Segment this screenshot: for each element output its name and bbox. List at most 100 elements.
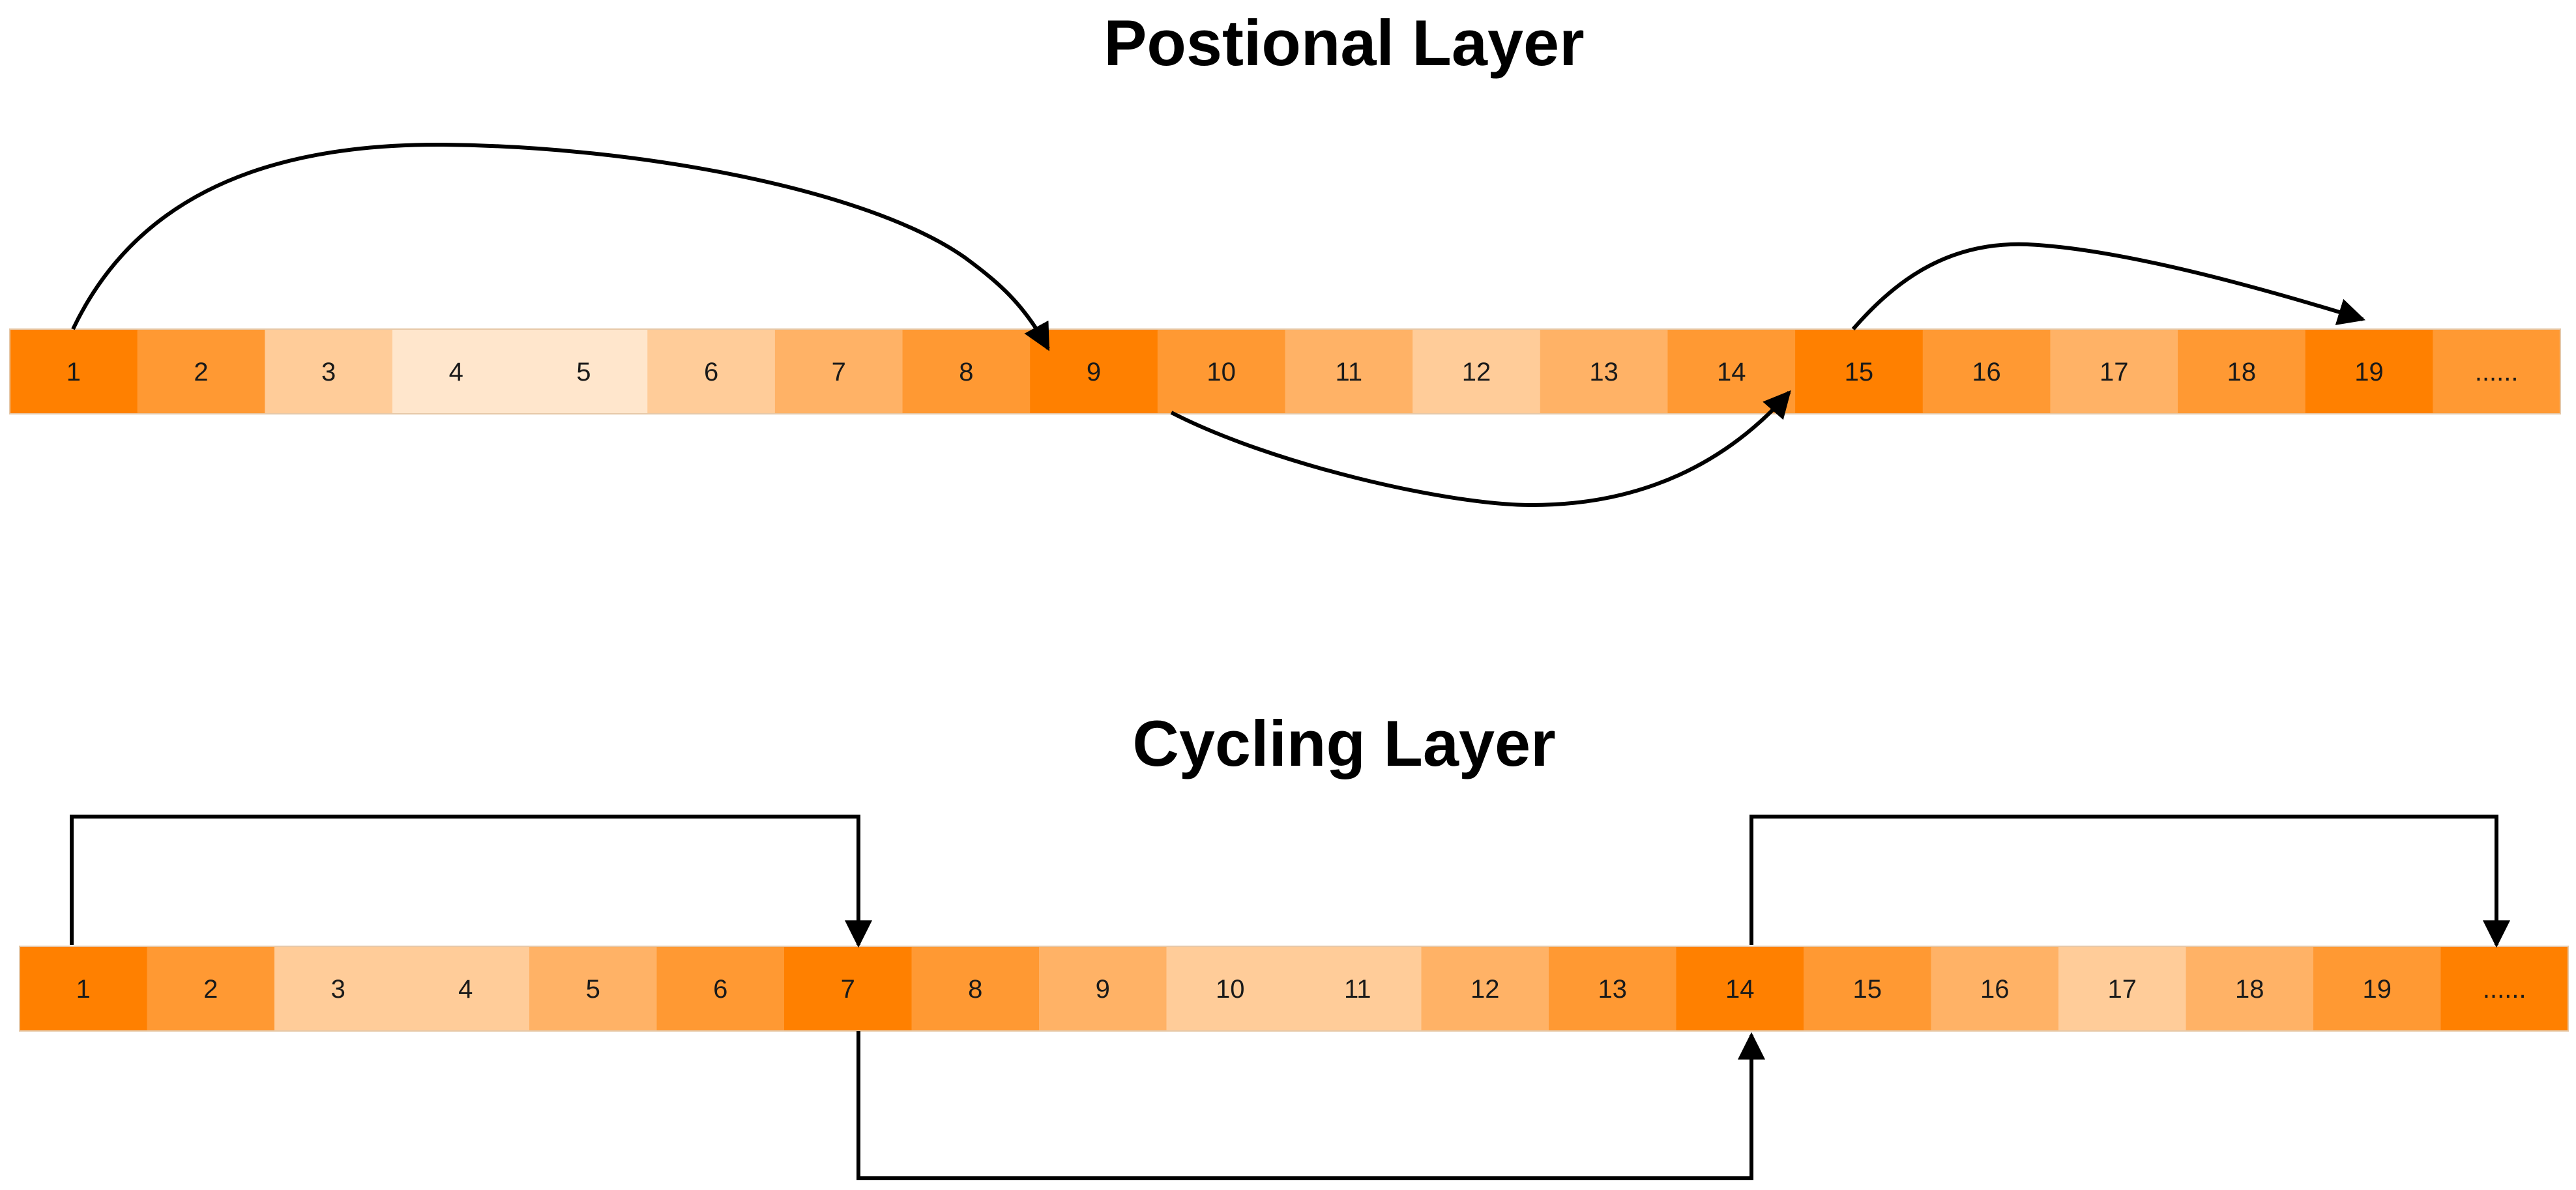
cell-box: [1030, 329, 1158, 414]
connection-arrow-1-to-7: [70, 815, 872, 948]
cycling-cell-3: 3: [274, 946, 403, 1031]
cell-box: [529, 946, 658, 1031]
positional-cell-11: 11: [1285, 329, 1413, 414]
cycling-cell-7: 7: [784, 946, 913, 1031]
connection-arrow-10-to-15: [1170, 390, 1791, 508]
cycling-cell-17: 17: [2058, 946, 2187, 1031]
positional-cell-9: 9: [1030, 329, 1158, 414]
cycling-cell-19: 19: [2313, 946, 2442, 1031]
positional-cell-10: 10: [1157, 329, 1286, 414]
cycling-cell-4: 4: [402, 946, 530, 1031]
cell-label: 18: [2227, 358, 2257, 386]
cell-box: [2305, 329, 2433, 414]
cell-box: [137, 329, 265, 414]
positional-cell-13: 13: [1540, 329, 1669, 414]
cell-label: 19: [2354, 358, 2384, 386]
positional-cell-6: 6: [647, 329, 776, 414]
cell-label: 14: [1717, 358, 1746, 386]
positional-cell-8: 8: [902, 329, 1031, 414]
cell-label: 14: [1725, 975, 1755, 1004]
cell-label: 7: [832, 358, 846, 386]
cell-label: 15: [1853, 975, 1882, 1004]
cell-label: 19: [2363, 975, 2392, 1004]
cell-label: 17: [2100, 358, 2129, 386]
cycling-cell-9: 9: [1039, 946, 1167, 1031]
cycling-sequence-border: [19, 946, 2569, 1032]
cell-box: [1549, 946, 1677, 1031]
cell-box: [274, 946, 403, 1031]
cycling-cell-18: 18: [2186, 946, 2314, 1031]
cycling-cell-8: 8: [911, 946, 1040, 1031]
cell-label: 4: [458, 975, 473, 1004]
cell-label: 16: [1980, 975, 2010, 1004]
cell-box: [1676, 946, 1804, 1031]
cell-box: [392, 329, 521, 414]
cell-label: 3: [321, 358, 336, 386]
cell-box: [20, 946, 148, 1031]
positional-cell-3: 3: [265, 329, 393, 414]
cell-box: [2440, 946, 2569, 1031]
cell-label: 8: [959, 358, 973, 386]
positional-sequence-border: [9, 328, 2561, 414]
cell-box: [647, 329, 776, 414]
cell-box: [1294, 946, 1422, 1031]
positional-layer-title: Postional Layer: [1104, 7, 1584, 79]
cell-box: [1157, 329, 1286, 414]
cell-label: ......: [2475, 358, 2519, 386]
cell-box: [1922, 329, 2051, 414]
positional-cell-2: 2: [137, 329, 265, 414]
cell-label: 1: [76, 975, 91, 1004]
cell-box: [2433, 329, 2561, 414]
cell-box: [902, 329, 1031, 414]
cycling-connections: [70, 815, 2510, 1180]
connection-arrow-7-to-14: [856, 1031, 1765, 1180]
positional-cell-ellipsis: ......: [2433, 329, 2561, 414]
positional-cell-14: 14: [1667, 329, 1796, 414]
positional-cell-7: 7: [774, 329, 903, 414]
cell-label: 6: [704, 358, 718, 386]
cycling-cell-13: 13: [1549, 946, 1677, 1031]
cell-label: 9: [1087, 358, 1101, 386]
cell-box: [656, 946, 785, 1031]
cycling-cell-11: 11: [1294, 946, 1422, 1031]
cell-label: 11: [1336, 358, 1363, 386]
cell-label: 8: [968, 975, 982, 1004]
cell-label: 10: [1216, 975, 1245, 1004]
cell-box: [1804, 946, 1932, 1031]
cell-label: ......: [2483, 975, 2526, 1004]
cell-box: [2313, 946, 2442, 1031]
cycling-cell-2: 2: [147, 946, 275, 1031]
cell-label: 17: [2108, 975, 2137, 1004]
cell-label: 5: [586, 975, 600, 1004]
cell-label: 7: [841, 975, 855, 1004]
cell-box: [1795, 329, 1924, 414]
cell-label: 10: [1207, 358, 1236, 386]
cycling-layer-title: Cycling Layer: [1132, 707, 1555, 779]
connection-arrow-14-to-end: [1749, 815, 2510, 948]
cell-box: [784, 946, 913, 1031]
cycling-cell-5: 5: [529, 946, 658, 1031]
cycling-cell-16: 16: [1931, 946, 2059, 1031]
cell-label: 13: [1598, 975, 1628, 1004]
cell-box: [1285, 329, 1413, 414]
cell-label: 15: [1845, 358, 1874, 386]
cell-box: [1931, 946, 2059, 1031]
cell-box: [1412, 329, 1541, 414]
positional-cell-5: 5: [520, 329, 648, 414]
cell-box: [774, 329, 903, 414]
cycling-cell-10: 10: [1166, 946, 1295, 1031]
cell-box: [10, 329, 138, 414]
connection-arrow-1-to-9: [71, 142, 1050, 351]
cycling-cell-1: 1: [20, 946, 148, 1031]
cell-box: [1039, 946, 1167, 1031]
cell-label: 2: [194, 358, 208, 386]
cycling-cell-15: 15: [1804, 946, 1932, 1031]
cell-label: 6: [713, 975, 727, 1004]
cell-box: [2050, 329, 2178, 414]
cell-label: 16: [1972, 358, 2001, 386]
